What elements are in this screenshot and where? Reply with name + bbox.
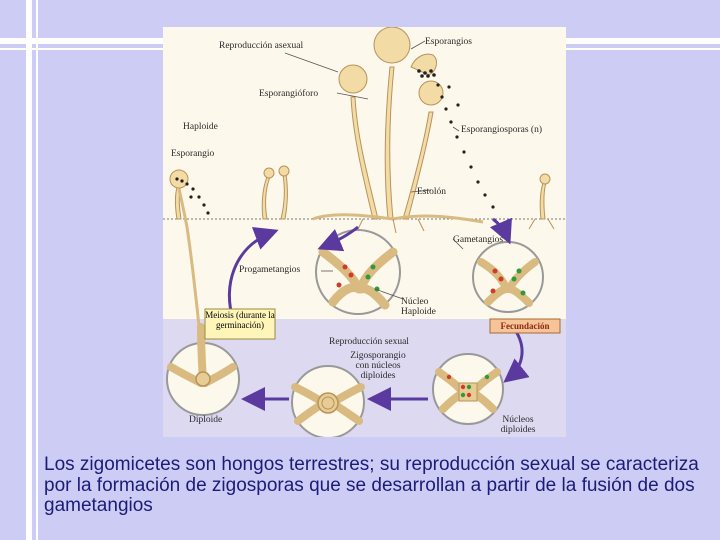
progametangia-stage	[316, 230, 400, 314]
label-haploid-nuclei: Núcleo Haploide	[401, 297, 461, 317]
label-sporangiospores: Esporangiosporas (n)	[461, 125, 542, 135]
label-fecundation: Fecundación	[490, 321, 560, 331]
label-haploid: Haploide	[183, 122, 218, 132]
label-diploid-nuclei: Núcleos diploides	[493, 415, 543, 435]
germinating-spores	[262, 166, 554, 229]
label-sexual-reproduction: Reproducción sexual	[329, 337, 409, 347]
slide-caption: Los zigomicetes son hongos terrestres; s…	[44, 455, 714, 517]
label-progametangia: Progametangios	[239, 265, 300, 275]
decorative-vertical-bar	[26, 0, 32, 540]
label-zygosporangium: Zigosporangio con núcleos diploides	[343, 351, 413, 381]
label-sporangium: Esporangio	[171, 149, 214, 159]
gametangia-stage	[473, 242, 543, 312]
label-asexual-reproduction: Reproducción asexual	[219, 41, 303, 51]
fused-gametangia-stage	[433, 354, 503, 424]
label-meiosis: Meiosis (durante la germinación)	[205, 310, 275, 330]
label-sporangia: Esporangios	[425, 37, 472, 47]
label-stolon: Estolón	[417, 187, 446, 197]
label-gametangia: Gametangios	[453, 235, 503, 245]
decorative-vertical-line	[36, 0, 38, 540]
label-sporangiophore: Esporangióforo	[259, 89, 318, 99]
zygomycete-life-cycle-diagram: Reproducción asexual Esporangios Esporan…	[163, 27, 566, 437]
label-diploid: Diploide	[189, 415, 222, 425]
